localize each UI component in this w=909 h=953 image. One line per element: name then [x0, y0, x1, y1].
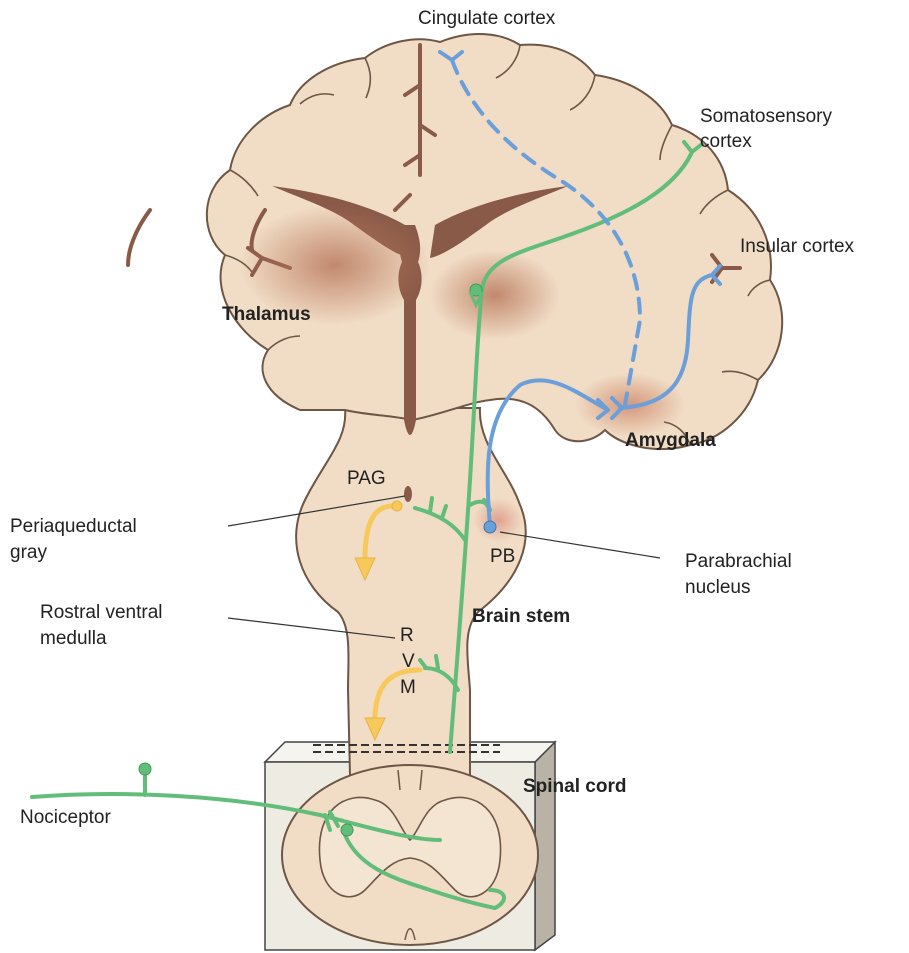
pb-shade [473, 498, 523, 542]
label-pag: PAG [347, 468, 386, 489]
label-periaqueductal-2: gray [10, 542, 47, 563]
label-spinal-cord: Spinal cord [523, 776, 626, 797]
label-parabrachial-1: Parabrachial [685, 551, 792, 572]
label-rostral-1: Rostral ventral [40, 602, 163, 623]
label-brain-stem: Brain stem [472, 606, 570, 627]
label-parabrachial-2: nucleus [685, 577, 751, 598]
label-rvm-v: V [402, 651, 415, 672]
pag-nucleus [404, 486, 412, 502]
spinal-cord-cross-section [282, 765, 538, 945]
label-insular-cortex: Insular cortex [740, 236, 855, 257]
label-thalamus: Thalamus [222, 304, 311, 325]
label-rvm-m: M [400, 677, 416, 698]
label-periaqueductal-1: Periaqueductal [10, 516, 137, 537]
thalamus-right-shade [430, 250, 560, 340]
label-rostral-2: medulla [40, 628, 107, 649]
label-somatosensory-2: cortex [700, 131, 752, 152]
brain-stem [296, 408, 526, 775]
label-pb: PB [490, 546, 515, 567]
label-somatosensory-1: Somatosensory [700, 106, 833, 127]
pb-terminal [484, 521, 496, 533]
label-nociceptor: Nociceptor [20, 807, 111, 828]
label-rvm-r: R [400, 625, 414, 646]
label-cingulate-cortex: Cingulate cortex [418, 8, 556, 29]
label-amygdala: Amygdala [625, 430, 716, 451]
